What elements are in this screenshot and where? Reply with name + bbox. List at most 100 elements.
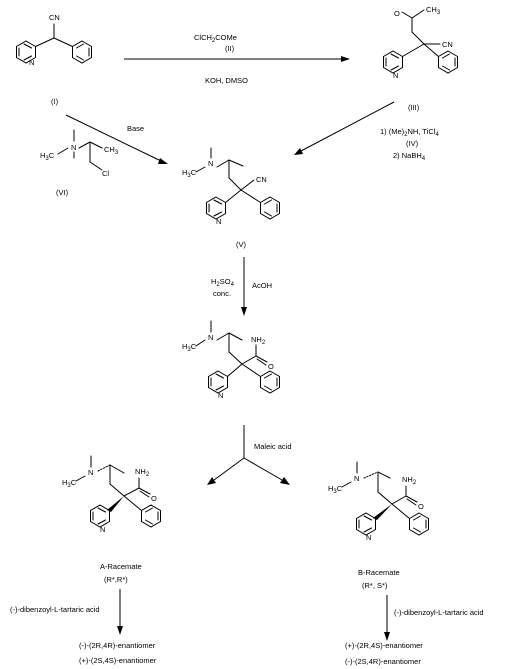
acid-sub1: 2 bbox=[216, 282, 220, 288]
atom-nh: NH bbox=[402, 475, 413, 484]
compound-label-v: (V) bbox=[236, 240, 247, 249]
svg-text:CH3: CH3 bbox=[426, 5, 441, 16]
arrow-step4: H2SO4 conc. AcOH bbox=[211, 257, 272, 316]
b-resolving-agent: (-)-dibenzoyl-L-tartaric acid bbox=[394, 608, 484, 617]
atom-h: H bbox=[182, 342, 187, 351]
atom-n: N bbox=[393, 71, 398, 80]
svg-text:NH2: NH2 bbox=[251, 335, 266, 346]
compound-label-iii: (III) bbox=[408, 103, 420, 112]
atom-n: N bbox=[100, 525, 105, 534]
step2-line1-b: NH, TiCl bbox=[408, 127, 436, 136]
atom-sub: 3 bbox=[45, 156, 49, 162]
b-product-2: (-)-(2S,4R)-enantiomer bbox=[345, 657, 421, 666]
atom-n: N bbox=[366, 533, 371, 542]
arrow-step3: Base bbox=[65, 114, 168, 164]
atom-o: O bbox=[151, 494, 157, 503]
step2-line3-a: 2) NaBH bbox=[393, 151, 422, 160]
atom-h: H bbox=[40, 151, 45, 160]
atom-cn: CN bbox=[49, 13, 60, 22]
arrow-step1: ClCH2COMe (II) KOH, DMSO bbox=[124, 33, 350, 85]
atom-n: N bbox=[208, 333, 213, 342]
atom-h: H bbox=[62, 478, 67, 487]
svg-text:NH2: NH2 bbox=[402, 475, 417, 486]
atom-sub: 3 bbox=[67, 483, 71, 489]
atom-n: N bbox=[216, 217, 221, 226]
atom-c: C bbox=[337, 484, 343, 493]
step2-line1-sub2: 4 bbox=[435, 132, 439, 138]
svg-text:H3C: H3C bbox=[182, 342, 197, 353]
a-racemate-structure: N H3C NH2 O N bbox=[62, 455, 161, 534]
b-racemate-structure: N H3C NH2 O N bbox=[328, 461, 429, 542]
atom-c: C bbox=[71, 478, 77, 487]
compound-label-i: (I) bbox=[51, 97, 59, 106]
atom-ch: CH bbox=[426, 5, 437, 14]
atom-sub: 3 bbox=[187, 173, 191, 179]
arrow-resolution-a bbox=[117, 589, 123, 635]
step2-line1-sub: 2 bbox=[404, 132, 408, 138]
step2-line2: (IV) bbox=[406, 139, 419, 148]
reagent-id: (II) bbox=[225, 44, 235, 53]
arrow-resolution-b bbox=[384, 595, 390, 641]
atom-c: C bbox=[49, 151, 55, 160]
a-product-2: (+)-(2S,4S)-enantiomer bbox=[79, 656, 157, 665]
atom-nh: NH bbox=[251, 335, 262, 344]
compound-vi: N H3C CH3 Cl (VI) bbox=[40, 129, 119, 197]
a-product-1: (-)-(2R,4R)-enantiomer bbox=[79, 641, 156, 650]
svg-text:2) NaBH4: 2) NaBH4 bbox=[393, 151, 426, 162]
a-racemate-config: (R*,R*) bbox=[104, 575, 128, 584]
base-label: Base bbox=[127, 124, 144, 133]
a-resolving-agent: (-)-dibenzoyl-L-tartaric acid bbox=[10, 605, 100, 614]
atom-o: O bbox=[394, 9, 400, 18]
conditions-text: KOH, DMSO bbox=[205, 76, 248, 85]
acid-sub2: 4 bbox=[231, 282, 235, 288]
atom-o: O bbox=[418, 502, 424, 511]
amide-compound: N H3C NH2 O N bbox=[182, 320, 280, 400]
svg-text:H3C: H3C bbox=[62, 478, 77, 489]
atom-sub: 2 bbox=[413, 480, 417, 486]
acid-line2: conc. bbox=[213, 289, 231, 298]
atom-n: N bbox=[354, 474, 359, 483]
maleic-label: Maleic acid bbox=[254, 442, 292, 451]
compound-label-vi: (VI) bbox=[56, 188, 69, 197]
atom-sub: 3 bbox=[333, 489, 337, 495]
atom-n: N bbox=[208, 159, 213, 168]
cosolvent-label: AcOH bbox=[252, 281, 272, 290]
svg-text:H3C: H3C bbox=[182, 168, 197, 179]
b-racemate-config: (R*, S*) bbox=[362, 581, 388, 590]
b-product-1: (+)-(2R,4S)-enantiomer bbox=[345, 641, 423, 650]
atom-sub: 3 bbox=[437, 10, 441, 16]
svg-text:1) (Me)2NH, TiCl4: 1) (Me)2NH, TiCl4 bbox=[380, 127, 439, 138]
compound-i: N CN (I) bbox=[16, 13, 92, 106]
reagent-text: ClCH bbox=[194, 33, 212, 42]
atom-nh: NH bbox=[135, 467, 146, 476]
step2-line1-a: 1) (Me) bbox=[380, 127, 405, 136]
svg-text:ClCH2COMe: ClCH2COMe bbox=[194, 33, 237, 44]
atom-n: N bbox=[71, 143, 76, 152]
atom-cl: Cl bbox=[102, 169, 109, 178]
atom-o: O bbox=[268, 362, 274, 371]
reagent-sub: 2 bbox=[212, 38, 216, 44]
svg-text:CH3: CH3 bbox=[104, 145, 119, 156]
atom-n: N bbox=[88, 468, 93, 477]
step2-line3-sub: 4 bbox=[422, 156, 426, 162]
atom-cn: CN bbox=[442, 40, 453, 49]
atom-n: N bbox=[218, 391, 223, 400]
acid-a: H bbox=[211, 277, 216, 286]
atom-sub: 2 bbox=[262, 340, 266, 346]
atom-ch: CH bbox=[104, 145, 115, 154]
svg-text:NH2: NH2 bbox=[135, 467, 150, 478]
atom-cn: CN bbox=[256, 175, 267, 184]
atom-h: H bbox=[182, 168, 187, 177]
b-racemate-name: B-Racemate bbox=[358, 568, 400, 577]
atom-n: N bbox=[29, 58, 34, 67]
atom-sub: 3 bbox=[187, 347, 191, 353]
compound-iii: O CH3 CN N (III) bbox=[383, 5, 458, 112]
atom-c: C bbox=[191, 168, 197, 177]
svg-text:H3C: H3C bbox=[40, 151, 55, 162]
arrow-step5: Maleic acid bbox=[207, 425, 292, 485]
atom-sub: 2 bbox=[146, 472, 150, 478]
compound-v: N H3C CN N (V) bbox=[182, 147, 280, 249]
reagent-end: COMe bbox=[215, 33, 237, 42]
svg-text:H3C: H3C bbox=[328, 484, 343, 495]
